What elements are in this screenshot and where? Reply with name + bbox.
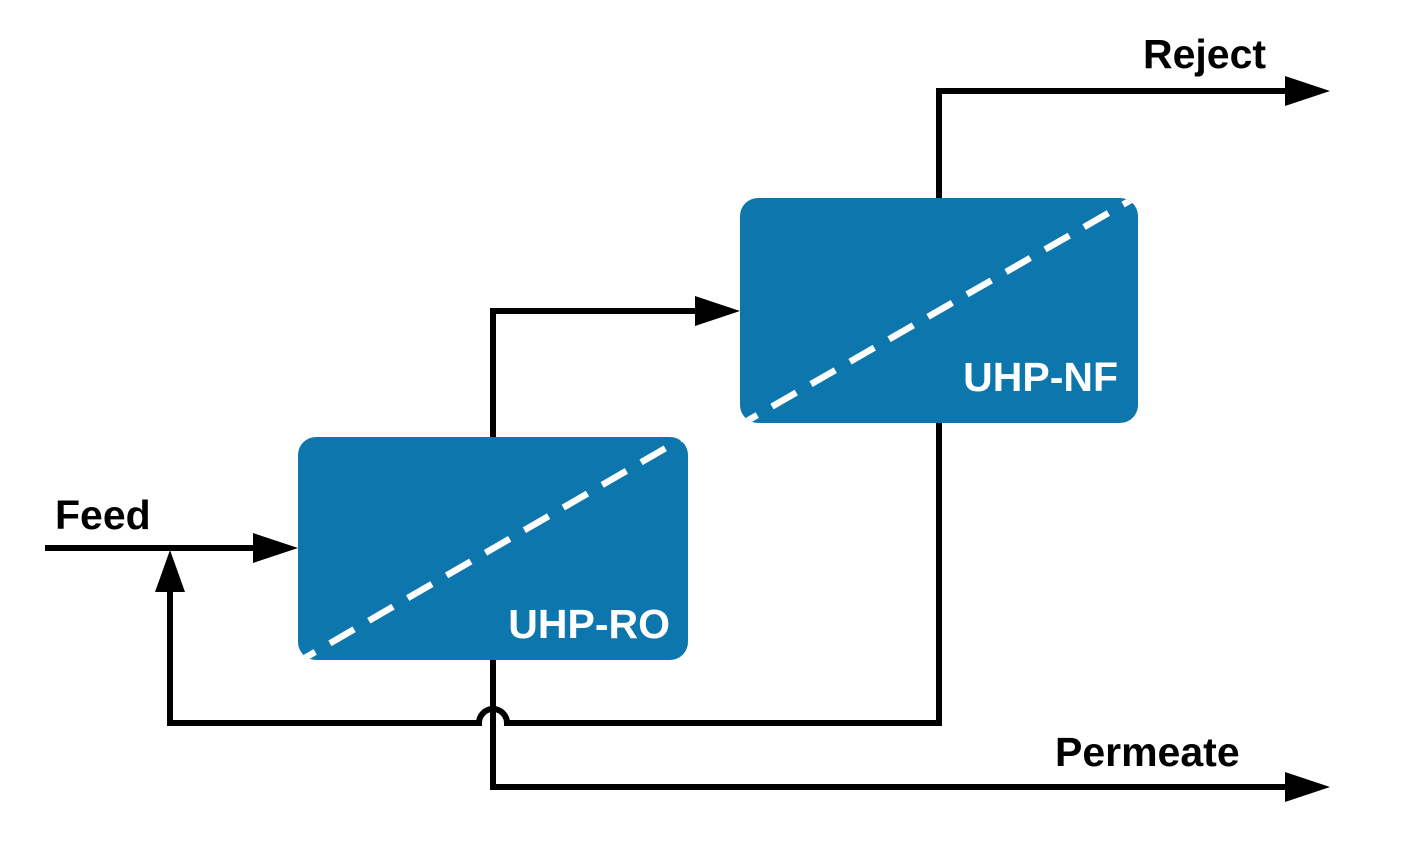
- membrane-divider-icon-uhp-nf: [740, 198, 1138, 423]
- permeate-stream-line: [490, 660, 1285, 790]
- recycle-arrowhead-icon: [155, 550, 185, 592]
- permeate-stream-label: Permeate: [1055, 729, 1240, 775]
- reject-stream-line: [936, 88, 1285, 198]
- reject-stream-label: Reject: [1143, 31, 1267, 77]
- permeate-arrowhead-icon: [1285, 772, 1330, 802]
- membrane-divider-icon-uhp-ro: [298, 437, 688, 660]
- reject-arrowhead-icon: [1285, 76, 1330, 106]
- feed-stream-label: Feed: [55, 492, 151, 538]
- interstage-arrowhead-icon: [695, 296, 740, 326]
- interstage-stream-line: [490, 308, 695, 437]
- unit-label-uhp-nf: UHP-NF: [963, 354, 1118, 400]
- feed-arrowhead-icon: [253, 533, 298, 563]
- unit-label-uhp-ro: UHP-RO: [508, 601, 670, 647]
